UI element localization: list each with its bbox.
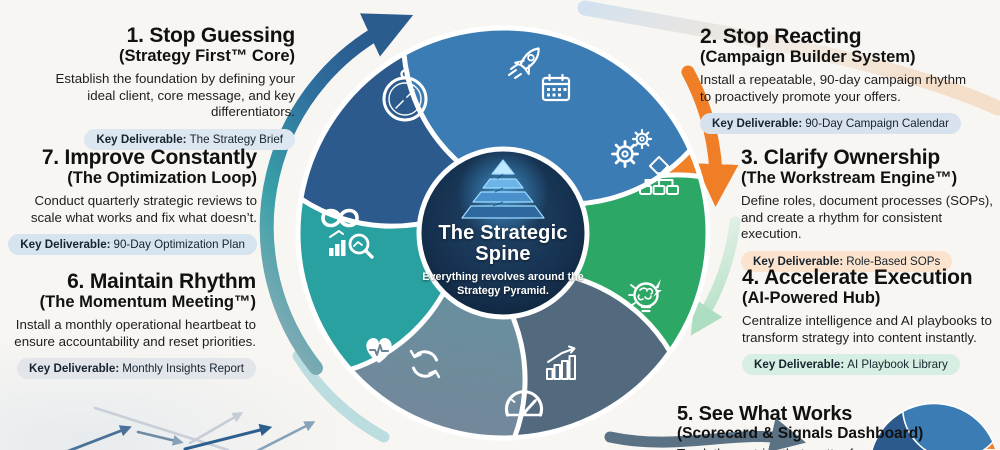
step-1-block: 1. Stop Guessing (Strategy First™ Core) …: [33, 24, 295, 150]
bar-chart-icon: [546, 345, 576, 380]
deliverable-badge: Key Deliverable:The Strategy Brief: [84, 128, 295, 150]
heart-pulse-icon: [366, 337, 392, 363]
deliverable-badge: Key Deliverable:90-Day Optimization Plan: [8, 234, 257, 256]
outer-ring-bands: [292, 0, 1000, 443]
step-6-block: 6. Maintain Rhythm (The Momentum Meeting…: [0, 270, 256, 380]
segment-icons: [321, 47, 679, 417]
bottom-arc-arrow: [604, 417, 807, 450]
step-description: Install a repeatable, 90-day campaign rh…: [700, 72, 967, 104]
step-7-block: 7. Improve Constantly (The Optimization …: [0, 146, 257, 256]
center-hub: [416, 146, 590, 320]
step-description: Conduct quarterly strategic reviews to s…: [30, 193, 257, 225]
deliverable-badge: Key Deliverable:90-Day Campaign Calendar: [700, 113, 961, 135]
step-4-block: 4. Accelerate Execution (AI-Powered Hub)…: [742, 266, 998, 376]
step-3-block: 3. Clarify Ownership (The Workstream Eng…: [741, 146, 997, 272]
step-description: Define roles, document processes (SOPs),…: [741, 193, 994, 242]
brain-bulb-icon: [628, 279, 662, 313]
step-system: (The Workstream Engine™): [741, 169, 958, 188]
deliverable-badge: Key Deliverable:Monthly Insights Report: [16, 358, 256, 380]
flowchart-icon: [639, 155, 679, 195]
step-system: (Strategy First™ Core): [118, 47, 295, 66]
step-system: (The Momentum Meeting™): [39, 293, 256, 312]
step-system: (Scorecard & Signals Dashboard): [677, 425, 924, 442]
step-system: (Campaign Builder System): [700, 48, 916, 67]
step-description: Centralize intelligence and AI playbooks…: [742, 313, 992, 345]
center-title: The Strategic Spine: [438, 222, 568, 265]
deliverable-badge: Key Deliverable:AI Playbook Library: [742, 354, 960, 376]
center-hub-text: The Strategic Spine Everything revolves …: [413, 223, 593, 298]
step-title: 1. Stop Guessing: [126, 24, 296, 47]
deliverable-badge: Key Deliverable:Role-Based SOPs: [741, 250, 953, 272]
step-title: 5. See What Works: [677, 403, 853, 425]
rocket-icon: [508, 47, 540, 79]
chart-magnifier-icon: [329, 230, 374, 259]
pyramid-icon: [461, 159, 545, 219]
top-arc-arrow: [259, 13, 414, 375]
step-title: 7. Improve Constantly: [41, 146, 257, 169]
step-title: 2. Stop Reacting: [700, 25, 862, 48]
step-system: (AI-Powered Hub): [742, 289, 881, 308]
refresh-icon: [409, 349, 441, 379]
sketch-arrows: [67, 406, 316, 450]
step-description: Establish the foundation by defining you…: [55, 71, 295, 120]
center-subtitle: Everything revolves around the Strategy …: [422, 271, 584, 298]
step-description: Install a monthly operational heartbeat …: [14, 317, 256, 349]
step-title: 4. Accelerate Execution: [742, 266, 973, 289]
step-title: 3. Clarify Ownership: [741, 146, 941, 169]
step-system: (The Optimization Loop): [67, 169, 257, 188]
speedometer-icon: [504, 390, 544, 417]
step-5-block: 5. See What Works (Scorecard & Signals D…: [677, 403, 947, 450]
gears-icon: [611, 128, 653, 168]
step-title: 6. Maintain Rhythm: [67, 270, 256, 293]
step-description: Track the metrics that matter for: [677, 446, 947, 450]
infinity-icon: [321, 208, 359, 228]
step-2-block: 2. Stop Reacting (Campaign Builder Syste…: [700, 25, 978, 135]
calendar-icon: [541, 73, 571, 102]
compass-icon: [382, 69, 428, 122]
